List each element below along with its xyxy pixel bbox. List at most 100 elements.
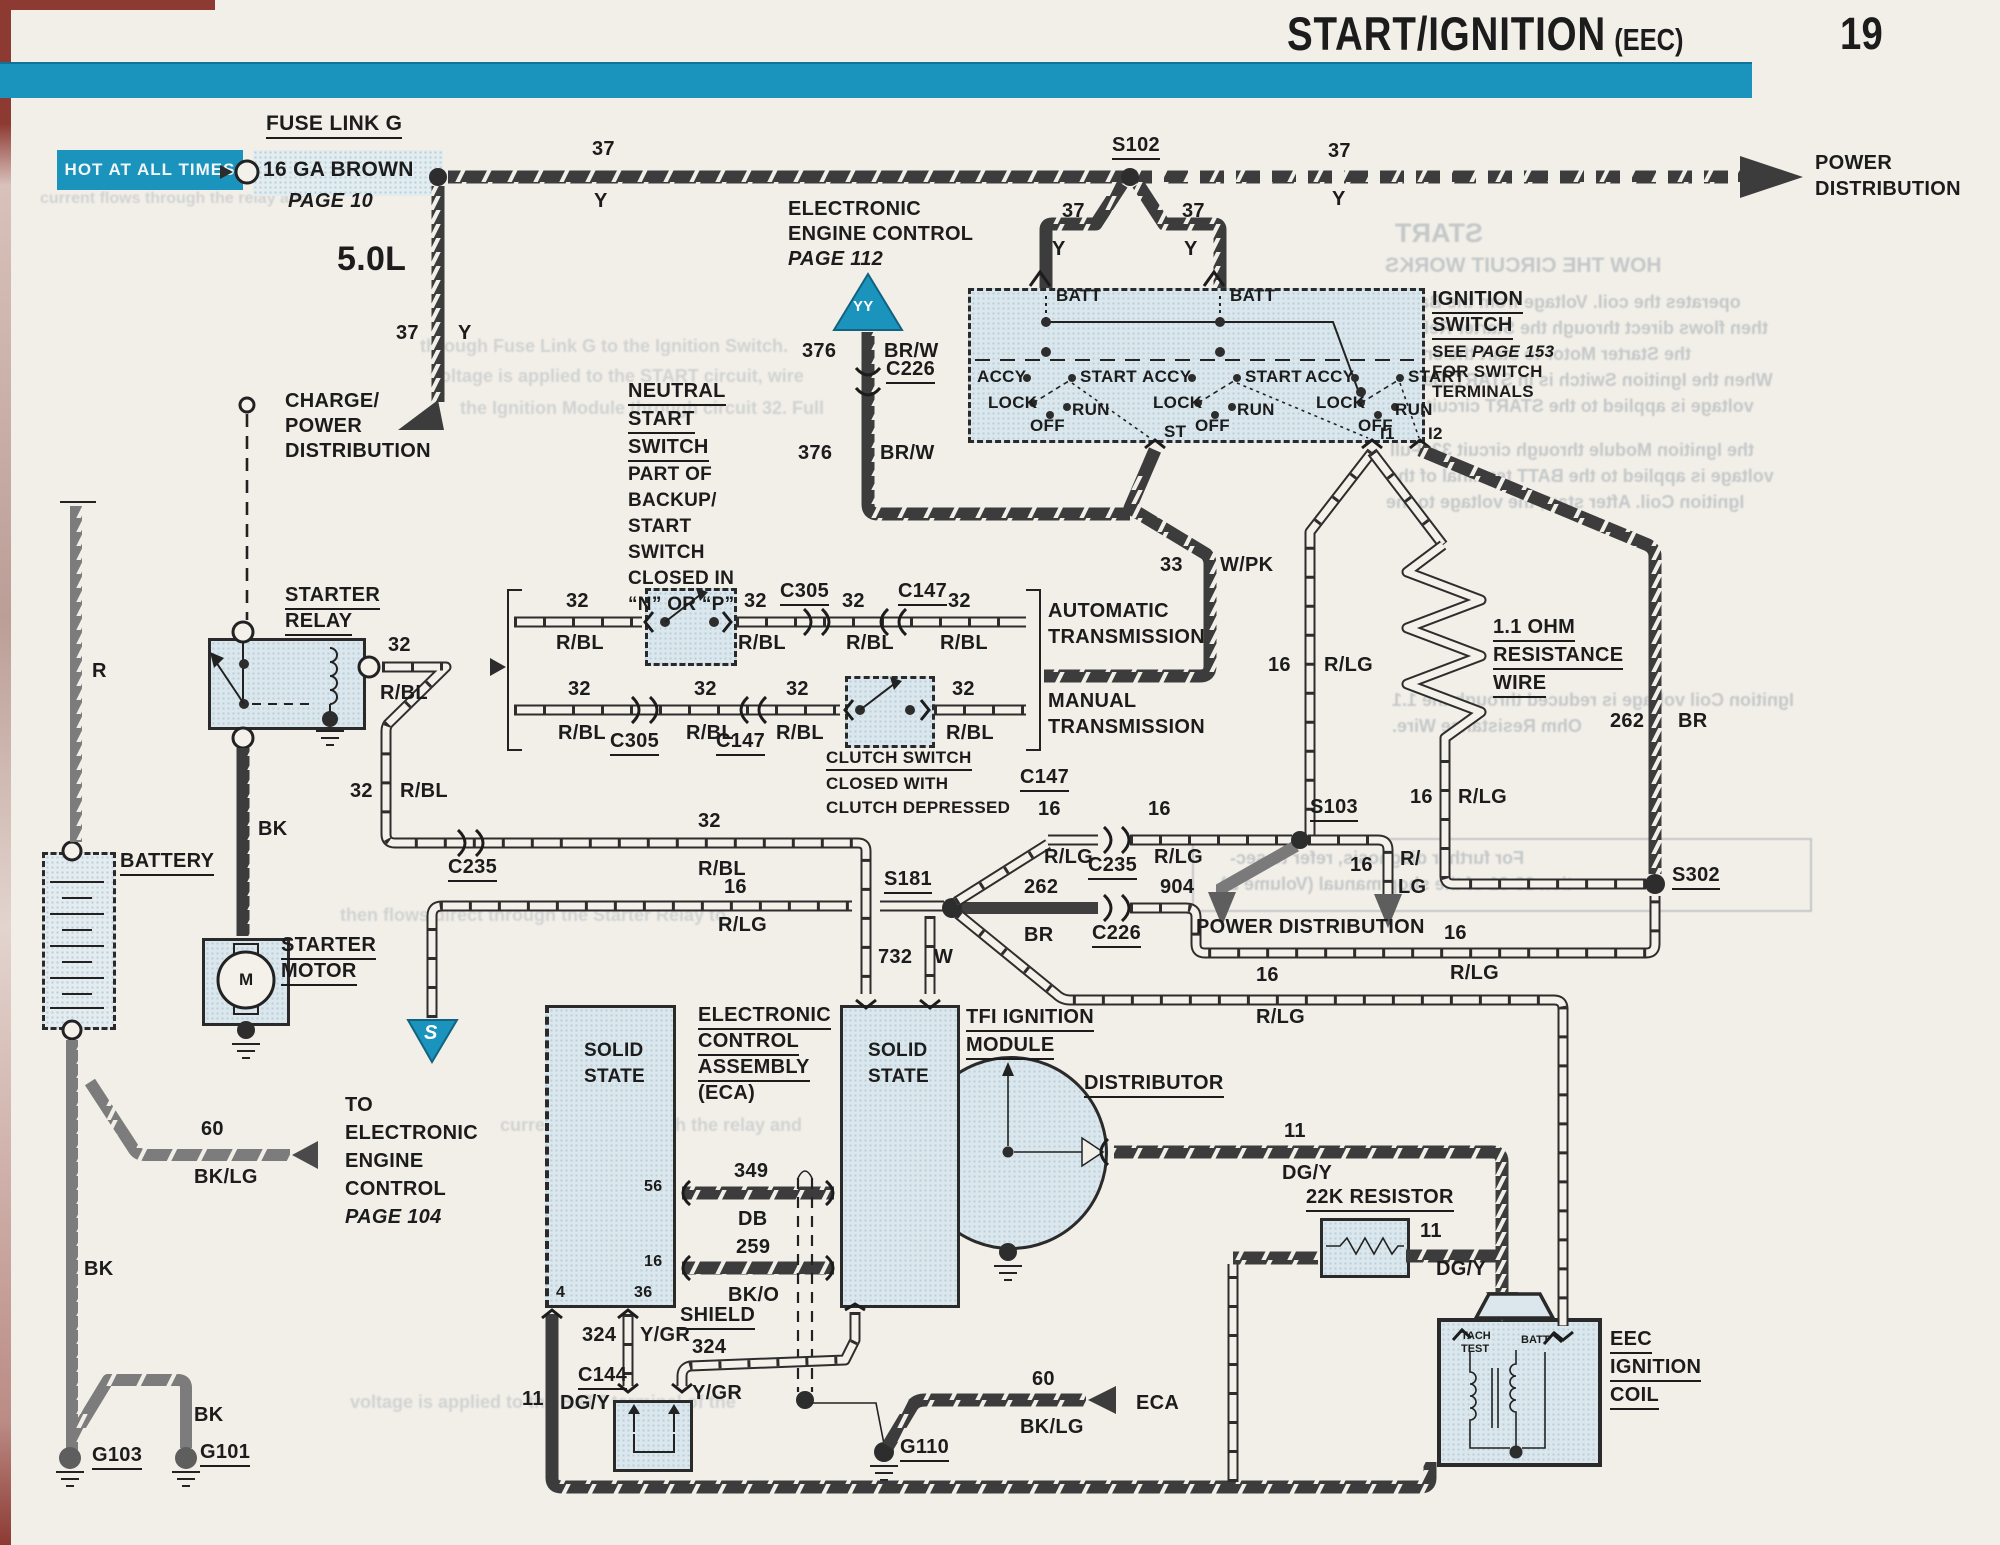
wire-label: R/LG — [1256, 1006, 1305, 1028]
c235-text2: C235 — [1088, 854, 1138, 880]
wire-label: Y — [1184, 238, 1198, 260]
bleed-fragment: voltage is applied to the START circuit,… — [430, 366, 804, 386]
fuse-link-name-text: FUSE LINK G — [266, 112, 403, 139]
wire-label: R/LG — [1458, 786, 1507, 808]
wire-label: 32 — [786, 678, 809, 700]
charge-ref-label: CHARGE/ — [285, 390, 380, 412]
wire-label: 60 — [201, 1118, 224, 1140]
to-eec-label: ENGINE — [345, 1150, 424, 1172]
splice-label-s102: S102 — [1112, 134, 1160, 160]
resistor-branch-wire — [1227, 1249, 1498, 1482]
wire-label: 60 — [1032, 1368, 1055, 1390]
ground-label-g110: G110 — [900, 1436, 950, 1462]
coil-title: EEC — [1610, 1328, 1653, 1354]
wire-label: 37 — [1062, 200, 1085, 222]
reswire-l2: RESISTANCE — [1493, 644, 1624, 670]
wire-label: BK/O — [728, 1284, 780, 1306]
wire-label: 376 — [798, 442, 833, 464]
hot-at-all-times-badge: HOT AT ALL TIMES — [57, 150, 243, 190]
connector-label-c147: C147 — [716, 730, 766, 756]
connector-label-c226: C226 — [1092, 922, 1142, 948]
wire-label: BR/W — [880, 442, 935, 464]
eca-title: (ECA) — [698, 1082, 756, 1104]
charge-ref-label: DISTRIBUTION — [285, 440, 431, 462]
wire-label: BR — [1024, 924, 1054, 946]
wire-label: Y/GR — [640, 1324, 691, 1346]
nss-t1: NEUTRAL — [628, 380, 726, 406]
tfi-l1: TFI IGNITION — [966, 1006, 1095, 1032]
eec-ignition-coil-box — [1437, 1318, 1602, 1467]
wire-label: 324 — [582, 1324, 617, 1346]
ign-off-label: OFF — [1358, 416, 1393, 435]
automatic-transmission-label: AUTOMATIC — [1048, 600, 1169, 622]
ign-run-label: RUN — [1237, 400, 1275, 419]
wire-label: R/LG — [1154, 846, 1203, 868]
eec-ref-label: ELECTRONIC — [788, 198, 921, 220]
wire-label: 37 — [1182, 200, 1205, 222]
eca-l2: CONTROL — [698, 1030, 799, 1056]
wire-label: 16 — [1256, 964, 1279, 986]
ground-label-g101: G101 — [200, 1441, 251, 1467]
wire-label: BK/LG — [194, 1166, 258, 1188]
resistor-22k-box — [1320, 1218, 1410, 1278]
relay-t1: STARTER — [285, 584, 381, 610]
connector-label-c235: C235 — [448, 856, 498, 882]
wire-label: BR/W — [884, 340, 939, 362]
ground-label-g103: G103 — [92, 1444, 143, 1470]
starter-motor-title: MOTOR — [281, 960, 357, 986]
wire-label: 262 — [1610, 710, 1645, 732]
c144-text: C144 — [578, 1364, 628, 1390]
wire-label: BK — [258, 818, 288, 840]
nss-note: SWITCH — [628, 542, 705, 563]
ign-accy-label: ACCY — [1142, 367, 1192, 386]
wire-label: W/PK — [1220, 554, 1274, 576]
wire-label: R/BL — [940, 632, 988, 654]
eec-376-wire — [832, 272, 1130, 521]
c147-text: C147 — [898, 580, 948, 606]
wire-label: R/BL — [738, 632, 786, 654]
ignition-switch-internals — [975, 296, 1431, 450]
tfi-state-label: STATE — [868, 1066, 929, 1087]
wire-label: 16 — [1350, 854, 1373, 876]
wire-label: R — [92, 660, 107, 682]
wire-label: R/LG — [1324, 654, 1373, 676]
wire-label: R/BL — [400, 780, 448, 802]
manual-transmission-label: TRANSMISSION — [1048, 716, 1205, 738]
relay-t2: RELAY — [285, 610, 353, 636]
starter-motor-internals — [216, 943, 276, 1059]
tfi-solid-label: SOLID — [868, 1040, 928, 1061]
ignition-switch-note: SEE PAGE 153 — [1432, 342, 1554, 362]
nss-note: “N” OR “P” — [628, 594, 735, 615]
eca-ref-label: ECA — [1136, 1392, 1180, 1414]
battery-text: BATTERY — [120, 850, 215, 876]
ign-i1-label: I1 — [1380, 424, 1395, 443]
eca-pin-label: 36 — [634, 1284, 653, 1301]
wire-label: R/BL — [776, 722, 824, 744]
eca-pin-label: 56 — [644, 1178, 663, 1195]
neutral-start-switch-internals — [643, 588, 733, 633]
g110-60-bklg-wire — [882, 1386, 1116, 1450]
resistance-wire-zigzag — [1401, 540, 1646, 890]
eca-box — [545, 1005, 676, 1308]
automatic-transmission-label: TRANSMISSION — [1048, 626, 1205, 648]
coil-l3: COIL — [1610, 1384, 1659, 1410]
power-distribution-mid-label: POWER DISTRIBUTION — [1196, 916, 1425, 938]
engine-size-label: 5.0L — [337, 240, 407, 278]
wire-label: 16 — [1444, 922, 1467, 944]
eca-pin4-11-dgy-wire — [541, 1308, 1437, 1494]
wire-label: DG/Y — [1282, 1162, 1333, 1184]
wire-label: Y — [1052, 238, 1066, 260]
wire-label: R/BL — [558, 722, 606, 744]
eca-pin-label: 4 — [556, 1284, 566, 1301]
ignition-switch-note: FOR SWITCH — [1432, 362, 1543, 381]
ign-st-label: ST — [1164, 422, 1187, 441]
wire-label: BK/LG — [1020, 1416, 1084, 1438]
eec-ref-page: PAGE 112 — [788, 248, 884, 270]
coil-l1: EEC — [1610, 1328, 1653, 1354]
eca-title: ELECTRONIC — [698, 1004, 831, 1030]
tfi-module-box — [840, 1005, 960, 1308]
wire-label: LG — [1398, 876, 1427, 898]
to-eec-label: ELECTRONIC — [345, 1122, 478, 1144]
wire-label: BK — [84, 1258, 114, 1280]
eec-ref-label: ENGINE CONTROL — [788, 223, 974, 245]
